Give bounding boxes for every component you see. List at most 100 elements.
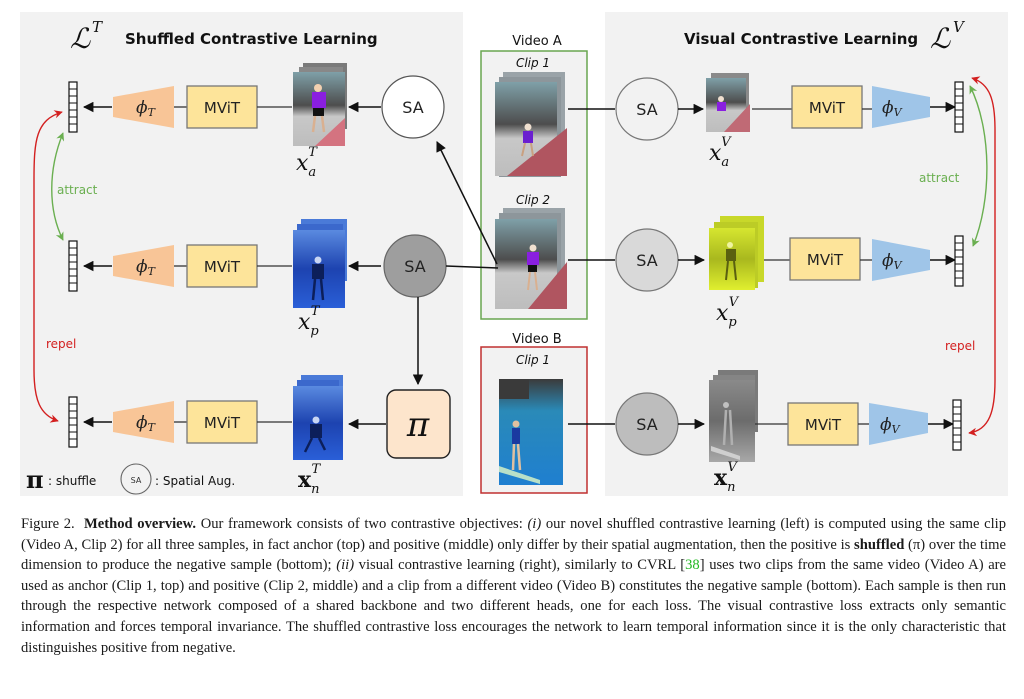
legend: π : shuffle SA : Spatial Aug. [26, 463, 235, 495]
embedding-vector-icon [68, 396, 78, 448]
attract-label-left: attract [57, 183, 98, 197]
caption-item-ii: (ii) [336, 557, 355, 574]
mvit-backbone [186, 400, 258, 444]
embedding-vector-icon [954, 235, 964, 287]
mvit-label: MViT [204, 414, 241, 432]
caption-item-i: (i) [527, 516, 542, 532]
spatial-augmentation-node: SA [381, 75, 445, 139]
phi-t-head [113, 86, 174, 128]
phi-v-label: ϕV [882, 98, 903, 119]
phi-t-label: ϕT [136, 413, 157, 434]
video-a-clip1-label: Clip 1 [516, 56, 550, 70]
caption-text: ] uses two clips from the same video (Vi… [21, 557, 1007, 656]
sample-label-xnT: xnT [298, 462, 322, 497]
sample-label-xnV: xnV [714, 460, 739, 495]
video-a-clip2-thumbnail [495, 208, 567, 309]
clip-thumbnail-anchor-t [293, 63, 347, 146]
sample-label-xpV: xpV [716, 295, 740, 330]
caption-text: (π) over the time dimension to produce t… [21, 536, 1006, 574]
loss-v-symbol: ℒ [930, 22, 951, 55]
visual-contrastive-title: Visual Contrastive Learning [684, 30, 918, 48]
spatial-augmentation-node: SA [615, 77, 679, 141]
loss-t-superscript: T [92, 18, 103, 36]
right-panel-title: Visual Contrastive Learning ℒ V [684, 18, 966, 55]
loss-t-symbol: ℒ [70, 22, 91, 55]
shuffled-contrastive-title: Shuffled Contrastive Learning [125, 30, 378, 48]
loss-v-superscript: V [953, 18, 966, 36]
figure-caption: Figure 2. Method overview. Our framework… [21, 514, 1006, 658]
spatial-augmentation-node: SA [615, 228, 679, 292]
video-b-clip1-thumbnail [499, 379, 563, 485]
figure-number: Figure 2. [21, 516, 75, 532]
method-overview-diagram: ℒ T Shuffled Contrastive Learning Visual… [20, 12, 1008, 497]
embedding-vector-icon [952, 399, 962, 451]
left-row-positive: ϕT MViT SA xpT [68, 219, 447, 339]
mvit-backbone [186, 244, 258, 288]
video-b-label: Video B [512, 332, 561, 347]
mvit-label: MViT [807, 251, 844, 269]
legend-shuffle-symbol: π [26, 465, 44, 494]
phi-t-head [113, 245, 174, 287]
sample-label-xpT: xpT [298, 304, 321, 339]
left-row-negative: ϕT MViT π xnT [68, 375, 451, 497]
embedding-vector-icon [68, 81, 78, 133]
caption-text: visual contrastive learning (right), sim… [354, 557, 686, 574]
repel-arrow-left [33, 110, 63, 423]
legend-sa-label: : Spatial Aug. [155, 474, 235, 488]
attract-label-right: attract [919, 171, 960, 185]
sample-label-xaV: xaV [709, 135, 732, 170]
shuffle-node: π [386, 389, 451, 459]
left-panel-title: ℒ T Shuffled Contrastive Learning [70, 18, 378, 55]
clip-thumbnail-anchor-v [706, 73, 750, 132]
mvit-label: MViT [204, 99, 241, 117]
svg-text:SA: SA [636, 251, 657, 270]
phi-v-head [872, 86, 930, 128]
right-row-positive: SA MViT ϕV xpV [615, 216, 964, 330]
mvit-label: MViT [204, 258, 241, 276]
caption-title: Method overview. [84, 516, 197, 532]
phi-t-label: ϕT [136, 98, 157, 119]
caption-shuffled: shuffled [854, 536, 905, 553]
video-b-clip1-label: Clip 1 [516, 353, 550, 367]
mvit-label: MViT [809, 99, 846, 117]
legend-shuffle-label: : shuffle [48, 474, 96, 488]
svg-text:SA: SA [636, 415, 657, 434]
embedding-vector-icon [68, 240, 78, 292]
phi-v-head [869, 403, 928, 445]
phi-t-label: ϕT [136, 257, 157, 278]
legend-sa-icon [120, 463, 152, 495]
caption-text: Our framework consists of two contrastiv… [196, 516, 528, 532]
right-row-anchor: SA MViT ϕV xaV [615, 73, 964, 170]
phi-v-label: ϕV [880, 415, 901, 436]
caption-text: our novel shuffled contrastive learning … [21, 516, 1006, 553]
repel-label-right: repel [945, 339, 975, 353]
svg-text:π: π [406, 405, 430, 445]
video-a-clip1-thumbnail [495, 72, 567, 177]
svg-text:SA: SA [404, 257, 425, 276]
svg-text:SA: SA [636, 100, 657, 119]
svg-text:SA: SA [402, 98, 423, 117]
mvit-label: MViT [805, 416, 842, 434]
video-a-clip2-label: Clip 2 [516, 193, 550, 207]
mvit-backbone [787, 402, 859, 446]
clip-thumbnail-negative-v [709, 370, 758, 462]
phi-t-head [113, 401, 174, 443]
clip-thumbnail-positive-v [709, 216, 764, 290]
left-row-anchor: ϕT MViT SA xaT [68, 63, 445, 180]
spatial-augmentation-node: SA [383, 234, 447, 298]
repel-arrow-right [968, 76, 996, 437]
phi-v-label: ϕV [882, 251, 903, 272]
mvit-backbone [789, 237, 861, 281]
citation-link[interactable]: 38 [685, 557, 700, 574]
embedding-vector-icon [954, 81, 964, 133]
mvit-backbone [791, 85, 863, 129]
spatial-augmentation-node: SA [615, 392, 679, 456]
video-a-label: Video A [512, 34, 562, 49]
sample-label-xaT: xaT [296, 145, 318, 180]
clip-thumbnail-positive-t [293, 219, 347, 308]
svg-text:SA: SA [131, 476, 142, 485]
phi-v-head [872, 239, 930, 281]
repel-label-left: repel [46, 337, 76, 351]
right-row-negative: SA MViT ϕV xnV [615, 370, 962, 495]
clip-thumbnail-negative-t [293, 375, 343, 460]
